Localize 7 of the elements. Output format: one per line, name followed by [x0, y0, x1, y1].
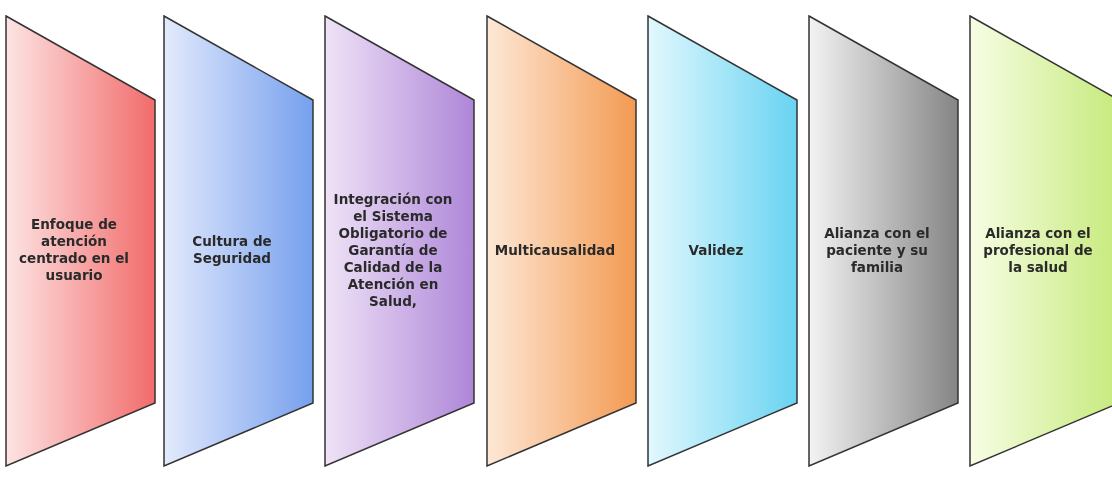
panel-label: Cultura de Seguridad [191, 233, 273, 267]
panel-label: Alianza con el paciente y su familia [823, 224, 931, 276]
panel-label: Multicausalidad [494, 241, 616, 259]
panel-label: Alianza con el profesional de la salud [982, 224, 1094, 276]
panel-label: Integración con el Sistema Obligatorio de Garantía de Calidad de la Atención en Salud, [332, 190, 454, 310]
panel-label: Enfoque de atención centrado en el usuario [18, 216, 130, 284]
panel-label: Validez [688, 241, 744, 259]
